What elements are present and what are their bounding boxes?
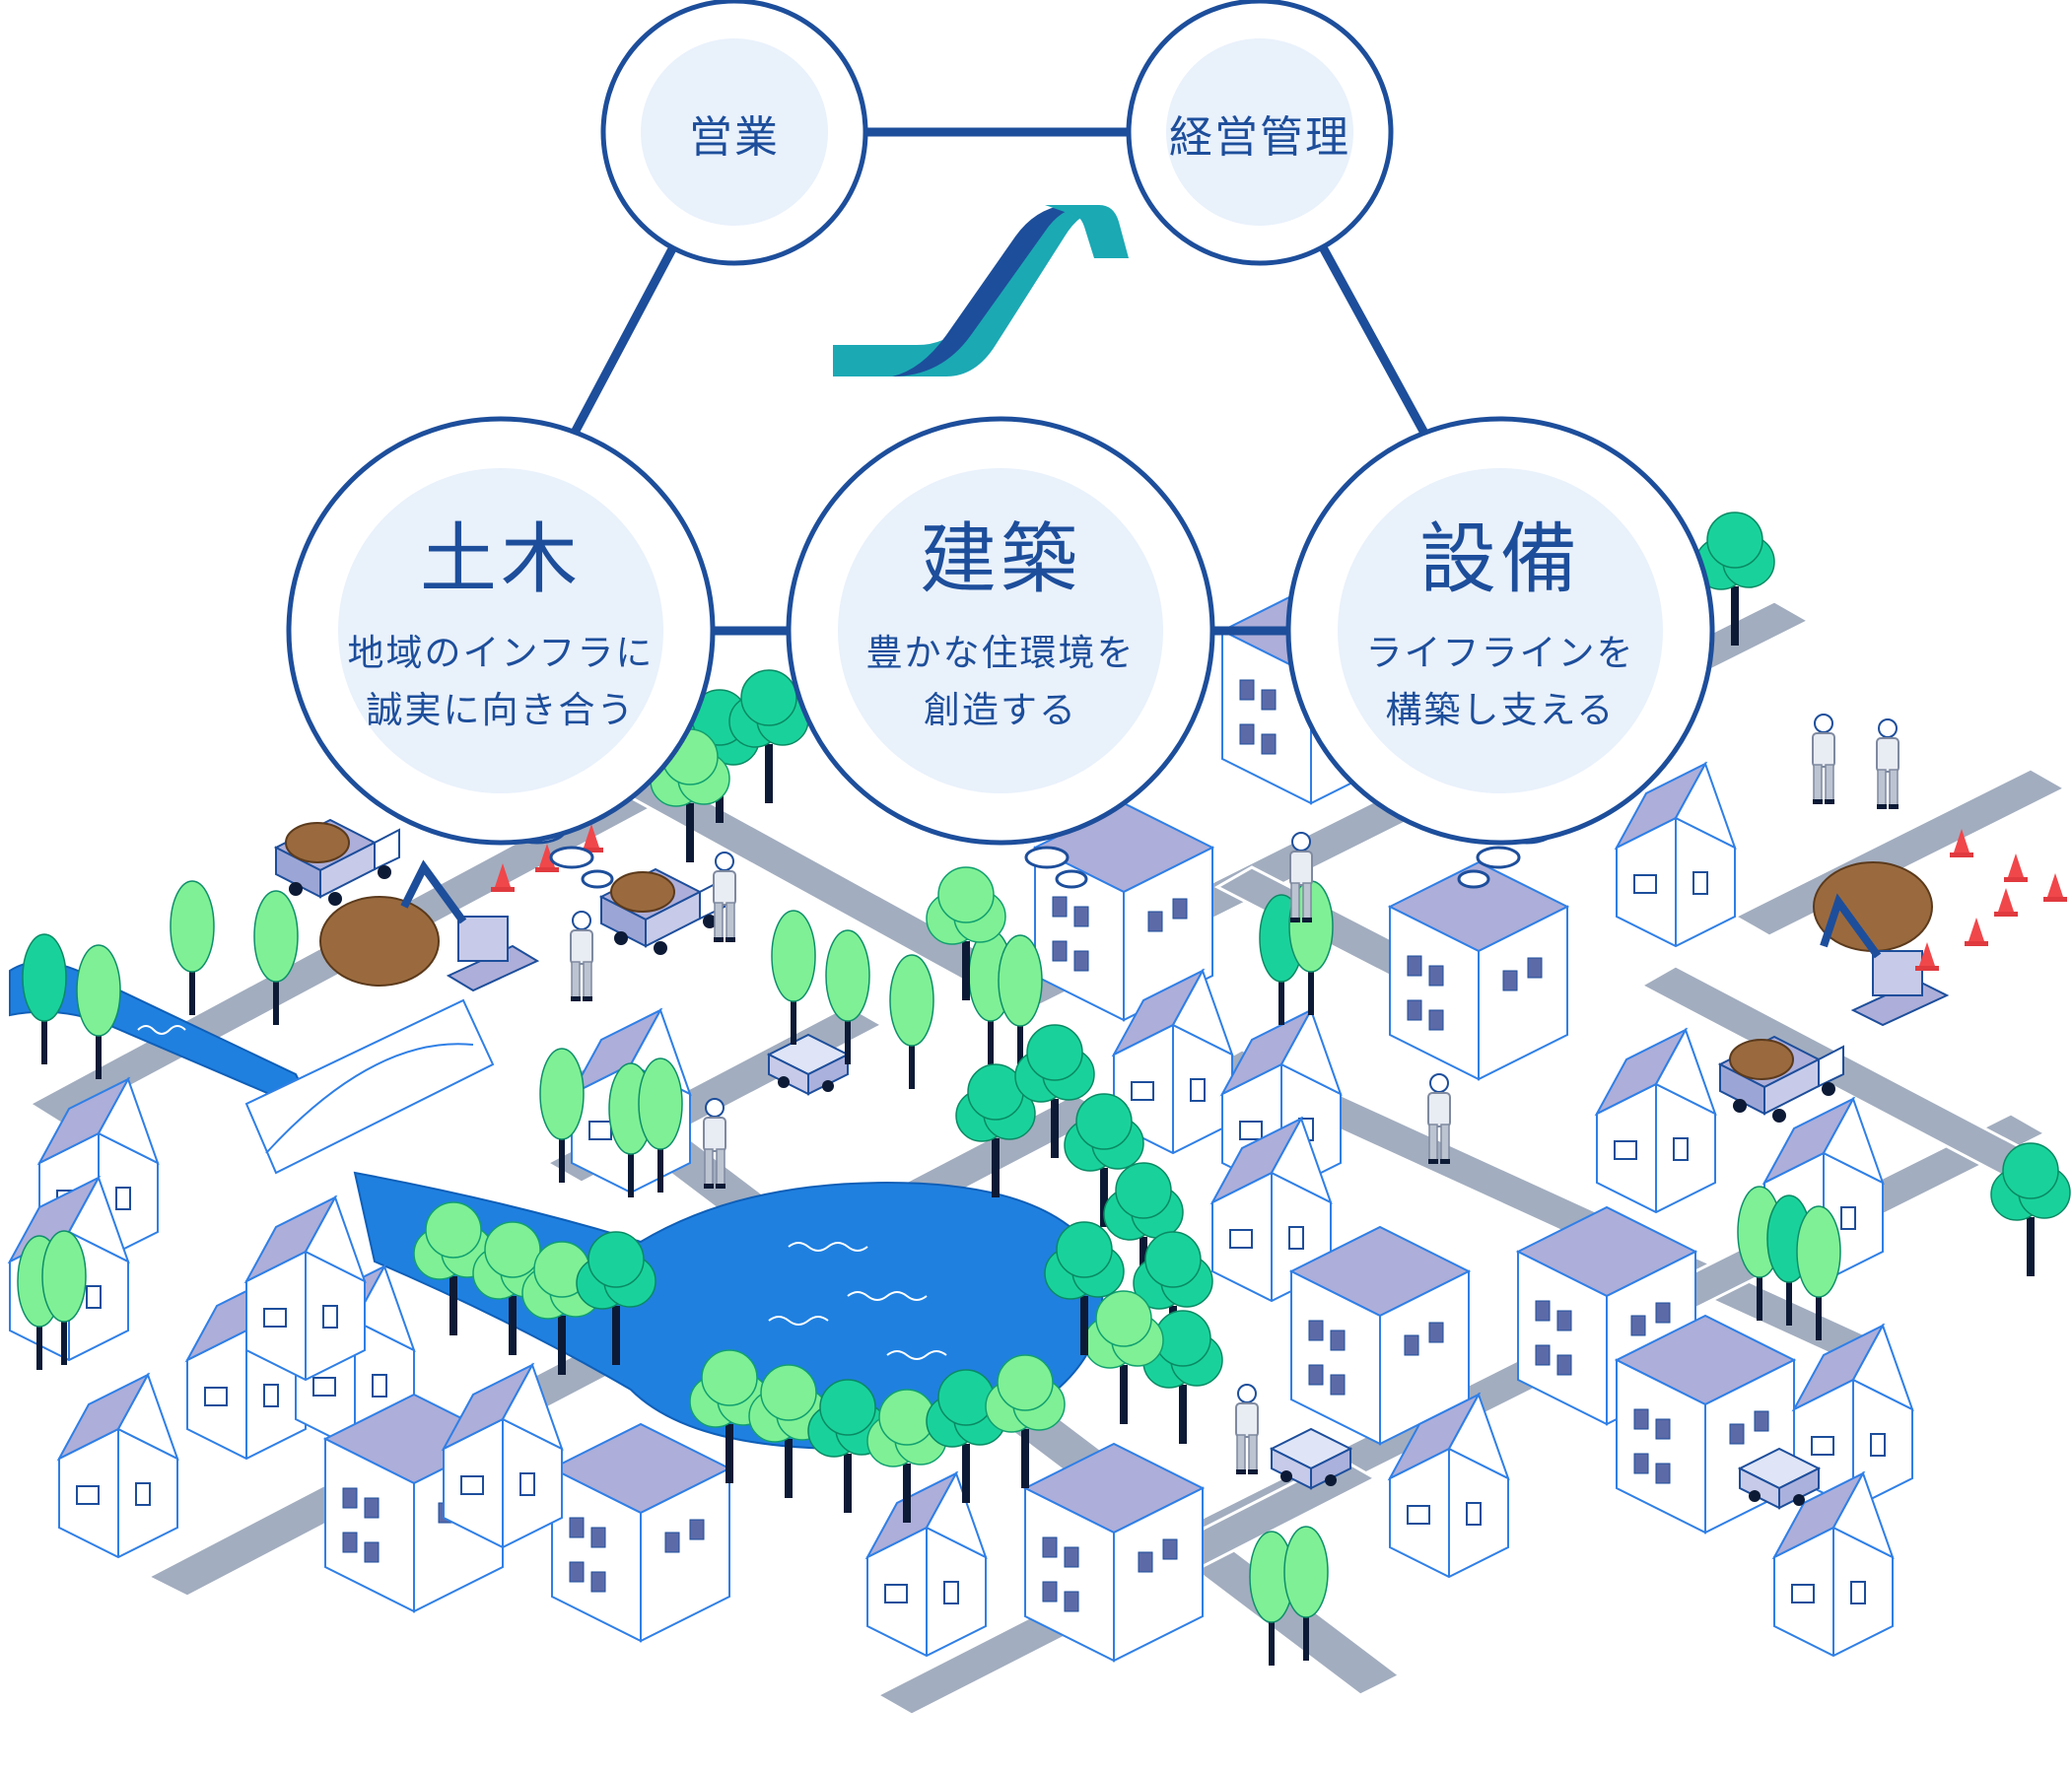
node-circle-eigyo <box>600 0 868 266</box>
diagram-circles <box>286 0 1715 846</box>
company-logo <box>833 205 1129 376</box>
node-circle-setsubi <box>1285 416 1715 846</box>
bridge <box>244 998 495 1175</box>
node-circle-keiei <box>1126 0 1394 266</box>
node-circle-kenchiku <box>786 416 1215 846</box>
node-circle-doboku <box>286 416 716 846</box>
vehicles <box>275 819 2067 1509</box>
